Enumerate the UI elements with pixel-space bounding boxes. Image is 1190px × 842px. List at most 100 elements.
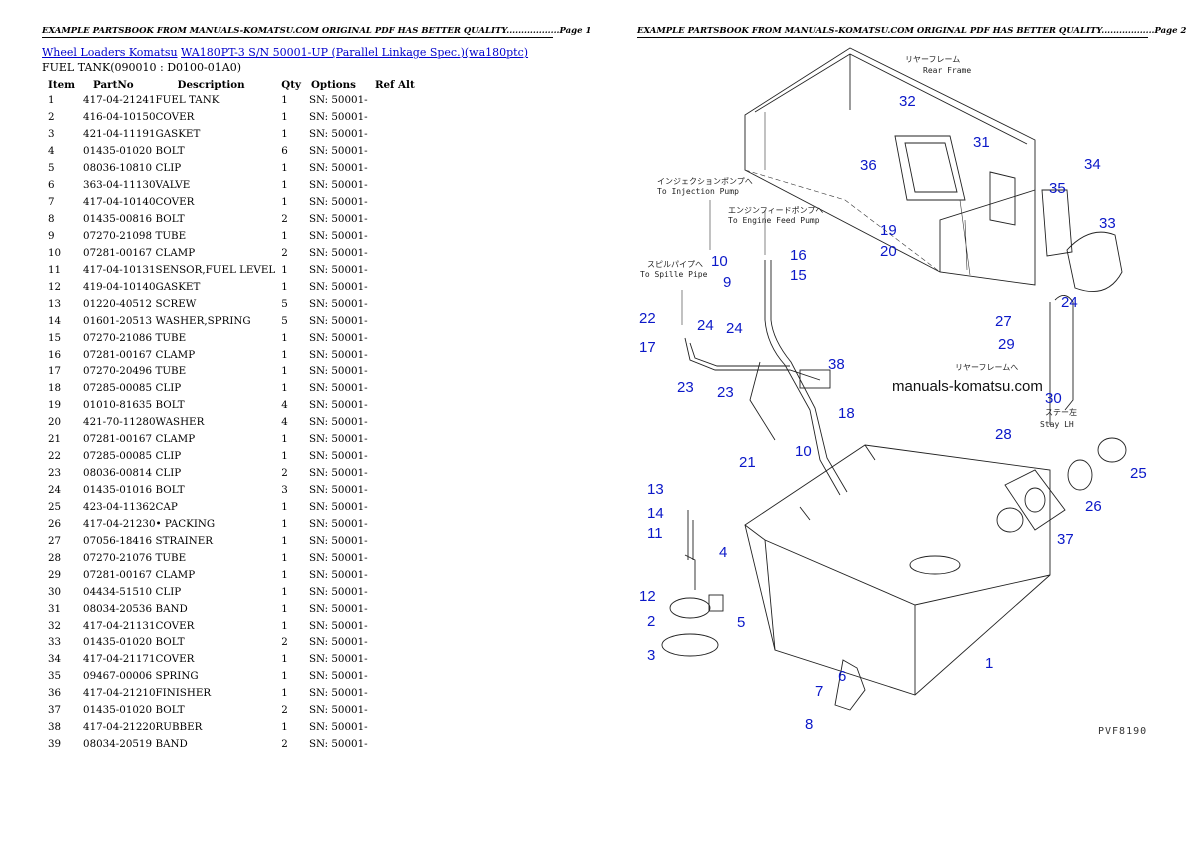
description: TUBE (155, 551, 187, 564)
item-number: 38 (48, 721, 62, 734)
quantity: 1 (281, 433, 288, 446)
description: GASKET (155, 128, 201, 141)
options: SN: 50001- (308, 721, 368, 734)
description: SENSOR,FUEL LEVEL (155, 263, 276, 276)
callout-14: 14 (647, 505, 664, 522)
callout-13: 13 (647, 481, 664, 498)
quantity: 1 (281, 568, 288, 581)
callout-23: 23 (677, 379, 694, 396)
item-number: 4 (48, 145, 55, 158)
item-number: 3 (48, 128, 55, 141)
part-number: 01435-00816 (83, 213, 153, 226)
description: WASHER (155, 416, 205, 429)
injection-jp-label: インジェクションポンプへ (657, 177, 753, 186)
part-number: 01435-01016 (83, 484, 153, 497)
options: SN: 50001- (308, 128, 368, 141)
quantity: 1 (281, 534, 288, 547)
description: CLAMP (155, 433, 196, 446)
part-number: 07285-00085 (83, 450, 153, 463)
quantity: 4 (281, 416, 288, 429)
column-header: Description (177, 78, 245, 91)
quantity: 1 (281, 382, 288, 395)
item-number: 15 (48, 331, 62, 344)
callout-35: 35 (1049, 180, 1066, 197)
item-number: 14 (48, 314, 62, 327)
callout-27: 27 (995, 313, 1012, 330)
quantity: 1 (281, 263, 288, 276)
description: CLAMP (155, 568, 196, 581)
quantity: 2 (281, 467, 288, 480)
callout-24: 24 (697, 317, 714, 334)
part-number: 417-04-21210 (83, 687, 156, 700)
options: SN: 50001- (308, 484, 368, 497)
callout-10: 10 (711, 253, 728, 270)
quantity: 1 (281, 551, 288, 564)
quantity: 1 (281, 517, 288, 530)
options: SN: 50001- (308, 179, 368, 192)
options: SN: 50001- (308, 534, 368, 547)
item-number: 5 (48, 162, 55, 175)
part-number: 01601-20513 (83, 314, 153, 327)
description: CLAMP (155, 246, 196, 259)
quantity: 1 (281, 229, 288, 242)
quantity: 1 (281, 111, 288, 124)
description: COVER (155, 619, 195, 632)
options: SN: 50001- (308, 145, 368, 158)
quantity: 2 (281, 704, 288, 717)
item-number: 2 (48, 111, 55, 124)
part-number: 417-04-21171 (83, 653, 156, 666)
part-number: 416-04-10150 (83, 111, 156, 124)
callout-29: 29 (998, 336, 1015, 353)
part-number: 08034-20519 (83, 738, 153, 751)
parts-table: Item PartNo Description Qty Options Ref … (42, 77, 419, 753)
description: FUEL TANK (155, 94, 220, 107)
item-number: 23 (48, 467, 62, 480)
quantity: 1 (281, 619, 288, 632)
quantity: 1 (281, 450, 288, 463)
description: TUBE (155, 365, 187, 378)
part-number: 07270-21086 (83, 331, 153, 344)
description: STRAINER (155, 534, 213, 547)
description: COVER (155, 111, 195, 124)
callout-12: 12 (639, 588, 656, 605)
callout-19: 19 (880, 222, 897, 239)
callout-10b: 10 (795, 443, 812, 460)
quantity: 6 (281, 145, 288, 158)
item-number: 33 (48, 636, 62, 649)
callout-1: 1 (985, 655, 993, 672)
breadcrumb-link-model[interactable]: WA180PT-3 S/N 50001-UP (Parallel Linkage… (181, 46, 529, 59)
description: GASKET (155, 280, 201, 293)
diagram-page: EXAMPLE PARTSBOOK FROM MANUALS-KOMATSU.C… (595, 0, 1190, 842)
description: VALVE (155, 179, 191, 192)
part-number: 07270-21076 (83, 551, 153, 564)
item-number: 34 (48, 653, 62, 666)
callout-7: 7 (815, 683, 823, 700)
page-header: EXAMPLE PARTSBOOK FROM MANUALS-KOMATSU.C… (637, 26, 1187, 38)
description: TUBE (155, 331, 187, 344)
part-number: 07285-00085 (83, 382, 153, 395)
breadcrumb-link-wheel-loaders[interactable]: Wheel Loaders Komatsu (42, 46, 178, 59)
quantity: 2 (281, 738, 288, 751)
callout-21: 21 (739, 454, 756, 471)
description: SPRING (155, 670, 199, 683)
item-number: 20 (48, 416, 62, 429)
options: SN: 50001- (308, 585, 368, 598)
item-number: 26 (48, 517, 62, 530)
quantity: 1 (281, 94, 288, 107)
feed-pump-en-label: To Engine Feed Pump (728, 216, 820, 225)
quantity: 1 (281, 721, 288, 734)
options: SN: 50001- (308, 433, 368, 446)
item-number: 28 (48, 551, 62, 564)
item-number: 9 (48, 229, 55, 242)
callout-17: 17 (639, 339, 656, 356)
